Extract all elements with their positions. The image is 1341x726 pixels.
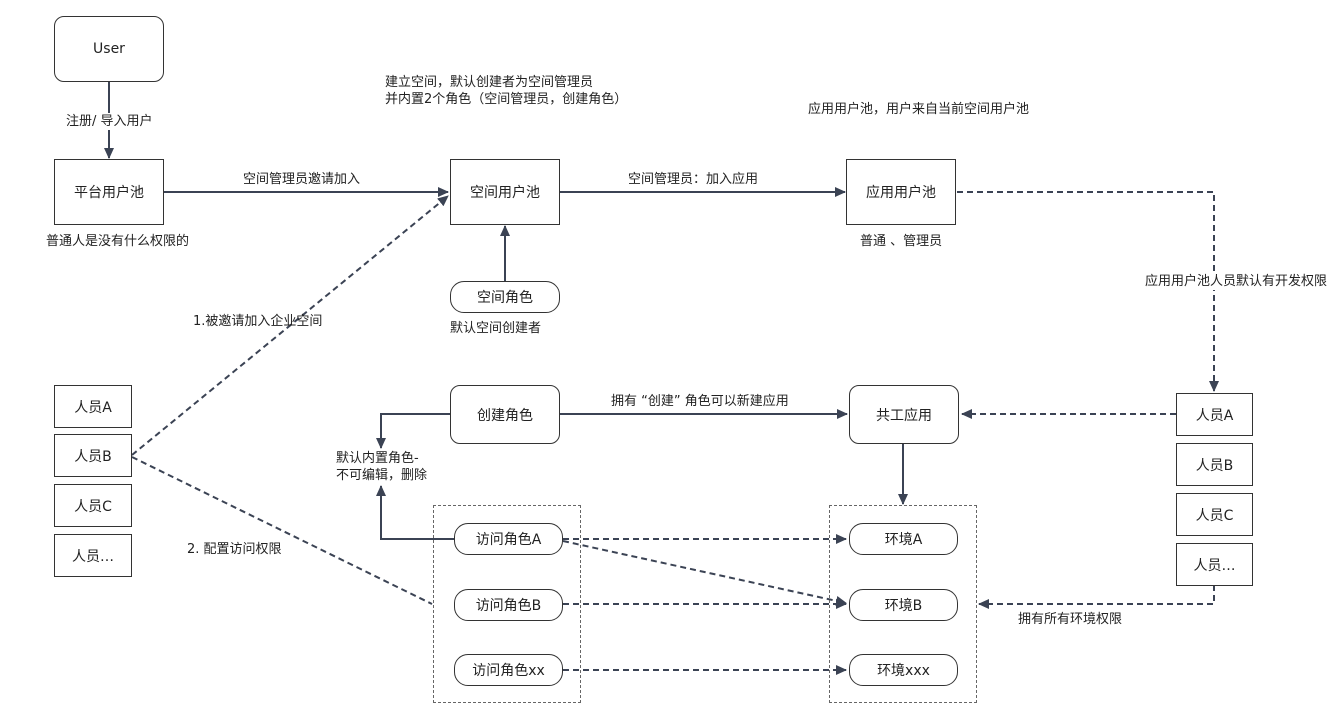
label-invited-join-enterprise: 1.被邀请加入企业空间 <box>193 314 323 329</box>
edge-accessa-to-envb <box>562 540 847 606</box>
edge-apppool-to-members <box>957 191 1219 392</box>
label-register-import: 注册/ 导入用户 <box>66 113 153 130</box>
label-config-access: 2. 配置访问权限 <box>187 542 282 557</box>
access-role-group <box>433 505 581 703</box>
edge-members-to-envb <box>978 585 1215 609</box>
edge-accessrole-to-builtin <box>376 485 454 540</box>
label-builtin-role-note: 默认内置角色- 不可编辑，删除 <box>336 450 428 484</box>
right-member-c[interactable]: 人员C <box>1176 493 1253 536</box>
label-create-space-note: 建立空间，默认创建者为空间管理员 并内置2个角色（空间管理员，创建角色） <box>385 75 628 107</box>
space-user-pool-node[interactable]: 空间用户池 <box>450 159 560 225</box>
left-member-c[interactable]: 人员C <box>54 484 132 527</box>
label-admin-join-app: 空间管理员：加入应用 <box>628 172 759 187</box>
label-all-env-permission: 拥有所有环境权限 <box>1018 612 1123 627</box>
app-user-pool-node[interactable]: 应用用户池 <box>846 159 956 225</box>
label-create-role-can-create: 拥有 “创建” 角色可以新建应用 <box>611 394 789 409</box>
shared-app-node[interactable]: 共工应用 <box>849 385 959 444</box>
left-member-more[interactable]: 人员… <box>54 534 132 577</box>
left-member-b[interactable]: 人员B <box>54 434 132 477</box>
edge-personb-to-space <box>131 195 449 456</box>
env-a-node[interactable]: 环境A <box>849 523 958 555</box>
platform-user-pool-node[interactable]: 平台用户池 <box>54 159 164 225</box>
label-default-space-creator: 默认空间创建者 <box>450 321 542 336</box>
label-app-pool-dev: 应用用户池人员默认有开发权限 <box>1145 273 1328 290</box>
label-ordinary-no-permission: 普通人是没有什么权限的 <box>46 234 190 249</box>
edge-createrole-to-builtin <box>376 413 450 449</box>
edge-personb-to-access <box>131 456 433 605</box>
environment-group <box>829 505 977 703</box>
access-role-a-node[interactable]: 访问角色A <box>454 523 563 555</box>
env-b-node[interactable]: 环境B <box>849 589 958 621</box>
right-member-more[interactable]: 人员… <box>1176 543 1253 586</box>
right-member-b[interactable]: 人员B <box>1176 443 1253 486</box>
right-member-a[interactable]: 人员A <box>1176 393 1253 436</box>
create-role-node[interactable]: 创建角色 <box>450 385 560 444</box>
left-member-a[interactable]: 人员A <box>54 385 132 428</box>
access-role-xx-node[interactable]: 访问角色xx <box>454 654 563 686</box>
access-role-b-node[interactable]: 访问角色B <box>454 589 563 621</box>
space-role-node[interactable]: 空间角色 <box>450 281 560 313</box>
env-xxx-node[interactable]: 环境xxx <box>849 654 958 686</box>
label-app-pool-note: 应用用户池，用户来自当前空间用户池 <box>808 102 1030 117</box>
user-node[interactable]: User <box>54 16 164 82</box>
label-invite-join: 空间管理员邀请加入 <box>243 172 361 187</box>
label-app-pool-roles: 普通 、管理员 <box>860 234 943 249</box>
